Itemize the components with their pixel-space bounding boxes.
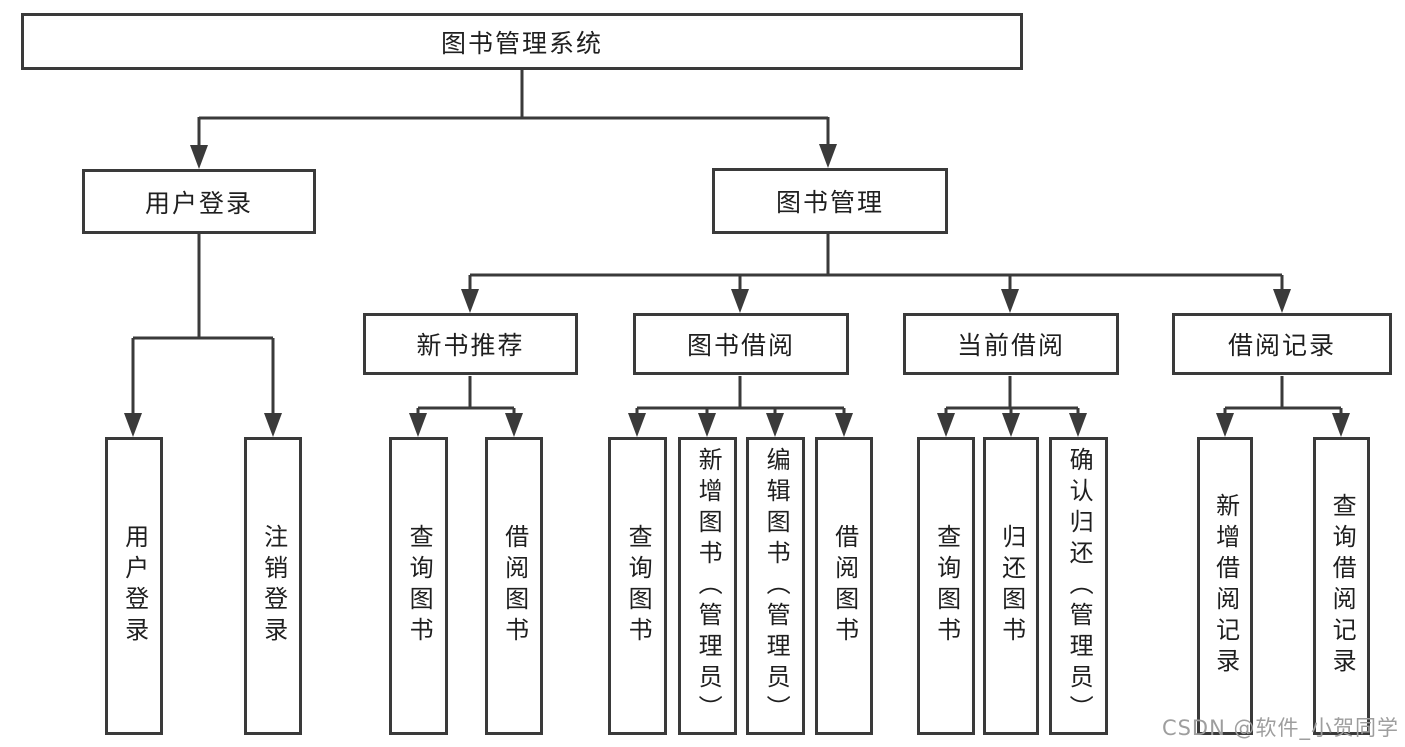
leaf-borrow-books: 借阅图书 (815, 437, 873, 735)
node-new-book-recommendation: 新书推荐 (363, 313, 578, 375)
leaf-confirm-return-admin: 确认归还（管理员） (1049, 437, 1108, 735)
leaf-query-books-current: 查询图书 (917, 437, 975, 735)
leaf-logout: 注销登录 (244, 437, 302, 735)
node-user-login: 用户登录 (82, 169, 316, 234)
leaf-return-books: 归还图书 (983, 437, 1039, 735)
leaf-query-borrow-record: 查询借阅记录 (1313, 437, 1370, 735)
leaf-user-login: 用户登录 (105, 437, 163, 735)
node-book-management: 图书管理 (712, 168, 948, 234)
node-library-management-system: 图书管理系统 (21, 13, 1023, 70)
node-book-borrowing: 图书借阅 (633, 313, 849, 375)
node-current-borrowing: 当前借阅 (903, 313, 1119, 375)
leaf-query-books-recommend: 查询图书 (389, 437, 448, 735)
leaf-query-books-borrowing: 查询图书 (608, 437, 667, 735)
leaf-borrow-books-recommend: 借阅图书 (485, 437, 543, 735)
csdn-watermark: CSDN @软件_小贺同学 (1161, 716, 1399, 740)
leaf-edit-books-admin: 编辑图书（管理员） (746, 437, 805, 735)
leaf-add-books-admin: 新增图书（管理员） (678, 437, 737, 735)
leaf-add-borrow-record: 新增借阅记录 (1197, 437, 1253, 735)
node-borrowing-records: 借阅记录 (1172, 313, 1392, 375)
